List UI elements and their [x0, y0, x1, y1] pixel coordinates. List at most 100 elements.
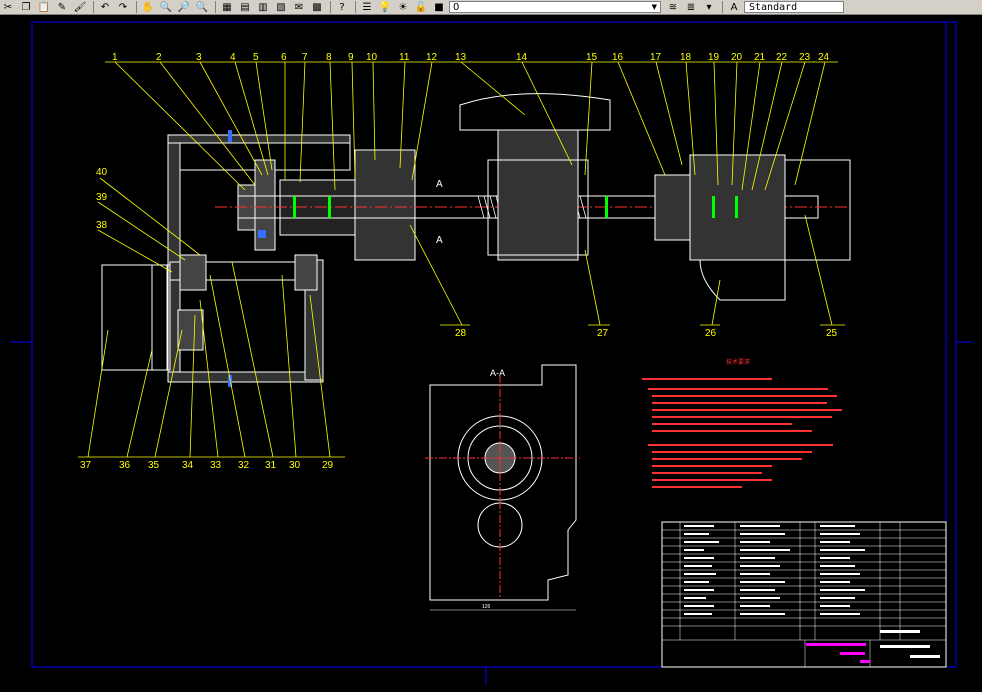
notes-title: 技术要求: [726, 358, 750, 366]
worktable: [459, 93, 611, 131]
layer-manager-icon[interactable]: ☰: [362, 1, 372, 13]
part-label: 21: [754, 52, 766, 63]
section-outline: [429, 364, 577, 601]
part-label: 4: [230, 52, 236, 63]
part-label: 24: [818, 52, 830, 63]
leader-lines: [78, 61, 845, 458]
right-support-nut: [654, 174, 691, 241]
lower-gear: [179, 254, 207, 291]
part-label: 19: [708, 52, 720, 63]
lock-icon: 🔓: [414, 1, 428, 13]
table-magenta-marks: [806, 643, 870, 663]
motor-flange: [151, 264, 171, 371]
paint-icon[interactable]: 🖌: [73, 1, 87, 13]
gear-pinion: [177, 309, 204, 351]
part-label: 37: [80, 460, 92, 471]
undo-icon[interactable]: ↶: [100, 1, 110, 13]
part-label: 20: [731, 52, 743, 63]
section-view: A-A 126: [425, 364, 580, 611]
part-label: 27: [597, 328, 609, 339]
dimension-text: 126: [482, 604, 491, 610]
part-label: 6: [281, 52, 287, 63]
toolbar-separator: [93, 1, 94, 13]
drawing-canvas[interactable]: A A 1 2 3 4 5 6 7 8: [0, 15, 982, 692]
table-outline: [661, 521, 947, 668]
part-label: 12: [426, 52, 438, 63]
text-style-dropdown[interactable]: Standard: [744, 1, 844, 13]
properties-icon[interactable]: ▦: [222, 1, 232, 13]
end-bracket: [354, 149, 416, 261]
redo-icon[interactable]: ↷: [118, 1, 128, 13]
pan-icon[interactable]: ✋: [141, 1, 155, 13]
part-label: 11: [399, 52, 410, 63]
part-label: 7: [302, 52, 308, 63]
part-label: 32: [238, 460, 250, 471]
text-style-value: Standard: [749, 1, 798, 13]
layer-dropdown[interactable]: 0 ▼: [449, 1, 661, 13]
sheet-set-icon[interactable]: ▧: [276, 1, 286, 13]
part-label: 22: [776, 52, 788, 63]
chevron-down-icon[interactable]: ▼: [651, 3, 657, 11]
cut-icon[interactable]: ✂: [3, 1, 13, 13]
canvas-background: [0, 15, 982, 692]
part-label: 13: [455, 52, 467, 63]
part-labels: 1 2 3 4 5 6 7 8 9 10 11 12 13 14 15 16 1…: [80, 52, 838, 471]
calculator-icon[interactable]: ▩: [312, 1, 322, 13]
layer-states-icon[interactable]: ≣: [686, 1, 696, 13]
part-label: 14: [516, 52, 528, 63]
part-label: 30: [289, 460, 301, 471]
part-label: 40: [96, 167, 108, 178]
nut-block: [497, 129, 579, 261]
help-icon[interactable]: ?: [339, 1, 345, 13]
part-label: 35: [148, 460, 160, 471]
nut-flange: [487, 159, 589, 256]
copy-icon[interactable]: ❐: [21, 1, 31, 13]
section-mark-bottom: A: [436, 235, 443, 246]
lower-bearing: [294, 254, 318, 291]
sun-icon: ☀: [398, 1, 408, 13]
zoom-realtime-icon[interactable]: 🔍: [159, 1, 173, 13]
section-mark-top: A: [436, 179, 443, 190]
housing-top-wall: [167, 134, 351, 144]
zoom-window-icon[interactable]: 🔎: [177, 1, 191, 13]
design-center-icon[interactable]: ▤: [240, 1, 250, 13]
tool-palette-icon[interactable]: ▥: [258, 1, 268, 13]
part-label: 38: [96, 220, 108, 231]
gear-upper: [254, 159, 276, 251]
layer-value: 0: [453, 1, 460, 13]
layer-previous-icon[interactable]: ≋: [668, 1, 678, 13]
dropdown-arrow-icon[interactable]: ▾: [706, 1, 712, 13]
toolbar-separator: [136, 1, 137, 13]
part-label: 31: [265, 460, 277, 471]
table-cell-text: [684, 525, 940, 658]
part-label: 2: [156, 52, 162, 63]
support-base: [699, 259, 786, 301]
part-label: 10: [366, 52, 378, 63]
part-label: 8: [326, 52, 332, 63]
part-label: 5: [253, 52, 259, 63]
paste-icon[interactable]: 📋: [37, 1, 51, 13]
motor-body: [101, 264, 168, 371]
part-label: 9: [348, 52, 354, 63]
part-label: 1: [112, 52, 118, 63]
match-properties-icon[interactable]: ✎: [57, 1, 67, 13]
notes-lines: [642, 378, 842, 488]
housing-bottom-wall: [167, 371, 324, 383]
part-label: 18: [680, 52, 692, 63]
part-label: 29: [322, 460, 334, 471]
toolbar-separator: [722, 1, 723, 13]
part-label: 16: [612, 52, 624, 63]
color-square-icon: ■: [434, 1, 444, 13]
part-label: 26: [705, 328, 717, 339]
markup-icon[interactable]: ✉: [294, 1, 304, 13]
part-label: 28: [455, 328, 467, 339]
zoom-previous-icon[interactable]: 🔍: [195, 1, 209, 13]
assembly-view: A A: [101, 93, 851, 387]
green-seals: [293, 196, 738, 218]
text-style-icon[interactable]: A: [730, 1, 738, 13]
part-label: 23: [799, 52, 811, 63]
lightbulb-icon: 💡: [378, 1, 392, 13]
toolbar-separator: [355, 1, 356, 13]
part-label: 33: [210, 460, 222, 471]
part-label: 17: [650, 52, 662, 63]
